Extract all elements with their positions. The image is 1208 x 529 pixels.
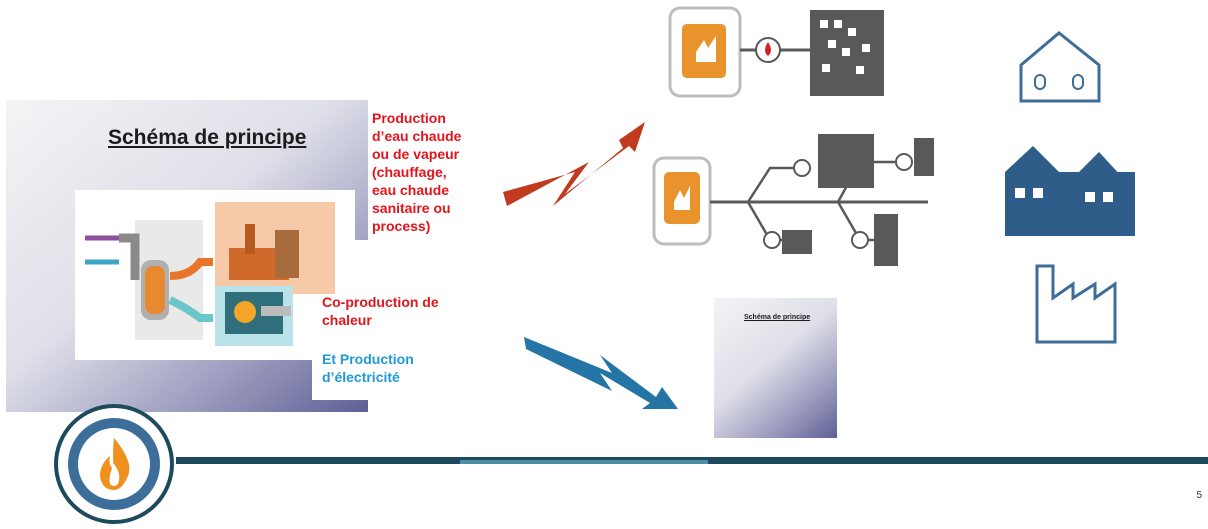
cogeneration-diagram bbox=[75, 190, 355, 360]
factory-icon bbox=[1035, 264, 1117, 344]
production-line-4: (chauffage, bbox=[372, 164, 447, 180]
slide-thumbnail bbox=[714, 298, 837, 438]
production-line-6: sanitaire ou bbox=[372, 200, 451, 216]
town-at-night-icon bbox=[1005, 146, 1135, 236]
electricity-line-2: d’électricité bbox=[322, 369, 400, 385]
heating-network-diagram bbox=[652, 134, 934, 266]
district-heating-diagram bbox=[668, 6, 884, 98]
production-line-1: Production bbox=[372, 110, 446, 126]
coproduction-description: Co-production de chaleur bbox=[322, 293, 472, 329]
production-description: Production d’eau chaude ou de vapeur (ch… bbox=[372, 109, 490, 235]
flame-logo bbox=[54, 404, 174, 524]
production-line-7: process) bbox=[372, 218, 431, 234]
electricity-description: Et Production d’électricité bbox=[322, 350, 452, 386]
electricity-line-1: Et Production bbox=[322, 351, 414, 367]
footer-bar-accent bbox=[460, 460, 708, 464]
house-icon bbox=[1019, 31, 1101, 103]
slide-title: Schéma de principe bbox=[108, 126, 307, 149]
production-line-3: ou de vapeur bbox=[372, 146, 460, 162]
coproduction-line-2: chaleur bbox=[322, 312, 372, 328]
production-line-2: d’eau chaude bbox=[372, 128, 462, 144]
page-number: 5 bbox=[1196, 490, 1202, 501]
cogeneration-diagram-svg bbox=[85, 202, 335, 346]
blue-lightning-arrow-icon bbox=[524, 337, 678, 409]
coproduction-line-1: Co-production de bbox=[322, 294, 439, 310]
thumbnail-title: Schéma de principe bbox=[744, 314, 811, 321]
production-line-5: eau chaude bbox=[372, 182, 450, 198]
red-lightning-arrow-icon bbox=[503, 122, 645, 206]
